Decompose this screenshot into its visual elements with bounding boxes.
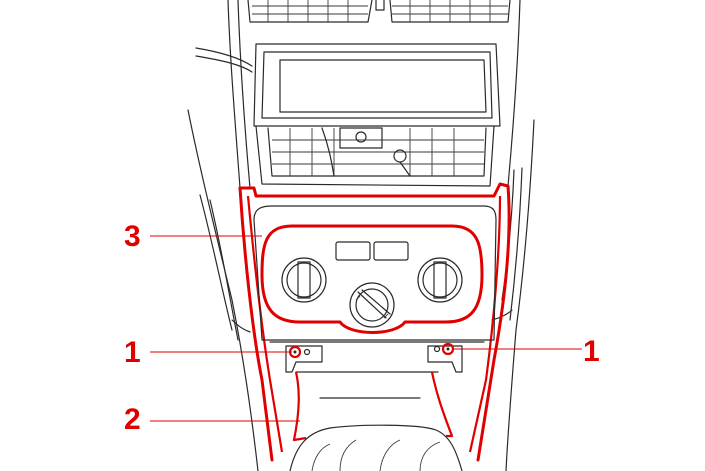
dashboard-contours: [187, 0, 535, 471]
center-vent-divider: [375, 0, 385, 11]
console-panel-left-edge: [292, 371, 307, 442]
callout-bezel: 3: [124, 220, 141, 253]
right-knob: [417, 257, 463, 303]
bezel-inner-frame: [253, 205, 497, 341]
control-panel: [260, 224, 484, 334]
radio-slot: [253, 43, 501, 127]
callout-screw-left: 1: [124, 336, 141, 369]
callout-console-panel: 2: [124, 403, 141, 436]
screw-left-icon: [288, 345, 311, 359]
console-panel-right-edge: [430, 371, 454, 438]
left-knob: [281, 257, 327, 303]
lower-console: [269, 341, 485, 399]
storage-bay: [255, 125, 495, 187]
callout-screw-right: 1: [583, 335, 600, 368]
left-air-vent: [247, 0, 373, 23]
right-air-vent: [389, 0, 511, 23]
gear-boot: [289, 424, 463, 471]
center-knob: [349, 282, 395, 328]
